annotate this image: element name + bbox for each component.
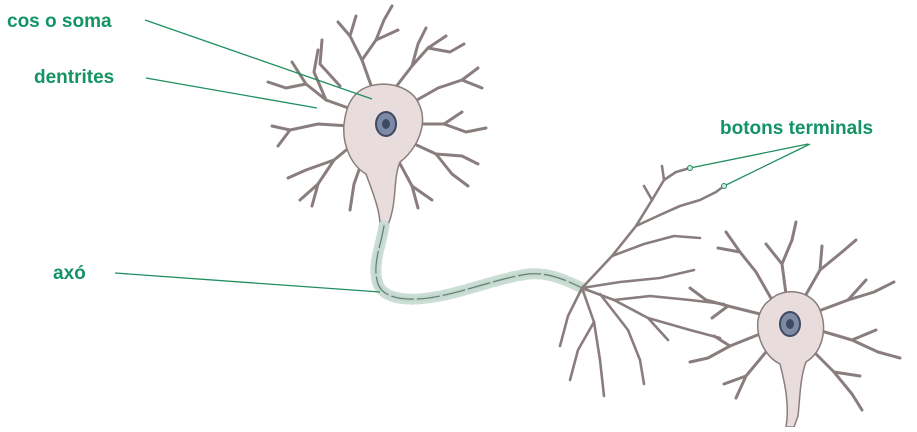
axon <box>376 226 582 299</box>
leader-line-soma <box>145 20 372 99</box>
leader-line-dendrites <box>146 78 317 108</box>
leader-line-axon <box>115 273 380 292</box>
nucleolus-upper <box>382 119 390 129</box>
label-dendrites: dentrites <box>34 68 114 87</box>
label-soma: cos o soma <box>7 12 112 31</box>
leader-line-terminal-1 <box>690 144 808 168</box>
neuron-lower <box>690 222 900 427</box>
myelin-sheath <box>376 226 582 299</box>
label-axon: axó <box>53 264 86 283</box>
nucleolus-lower <box>786 319 794 329</box>
terminal-markers <box>688 166 727 189</box>
neuron-upper <box>268 6 486 236</box>
label-terminal-buttons: botons terminals <box>720 119 873 138</box>
soma-upper <box>344 84 423 236</box>
terminal-button-marker <box>722 184 727 189</box>
leader-line-terminal-2 <box>724 144 810 186</box>
axon-terminals <box>560 166 724 396</box>
terminal-button-marker <box>688 166 693 171</box>
